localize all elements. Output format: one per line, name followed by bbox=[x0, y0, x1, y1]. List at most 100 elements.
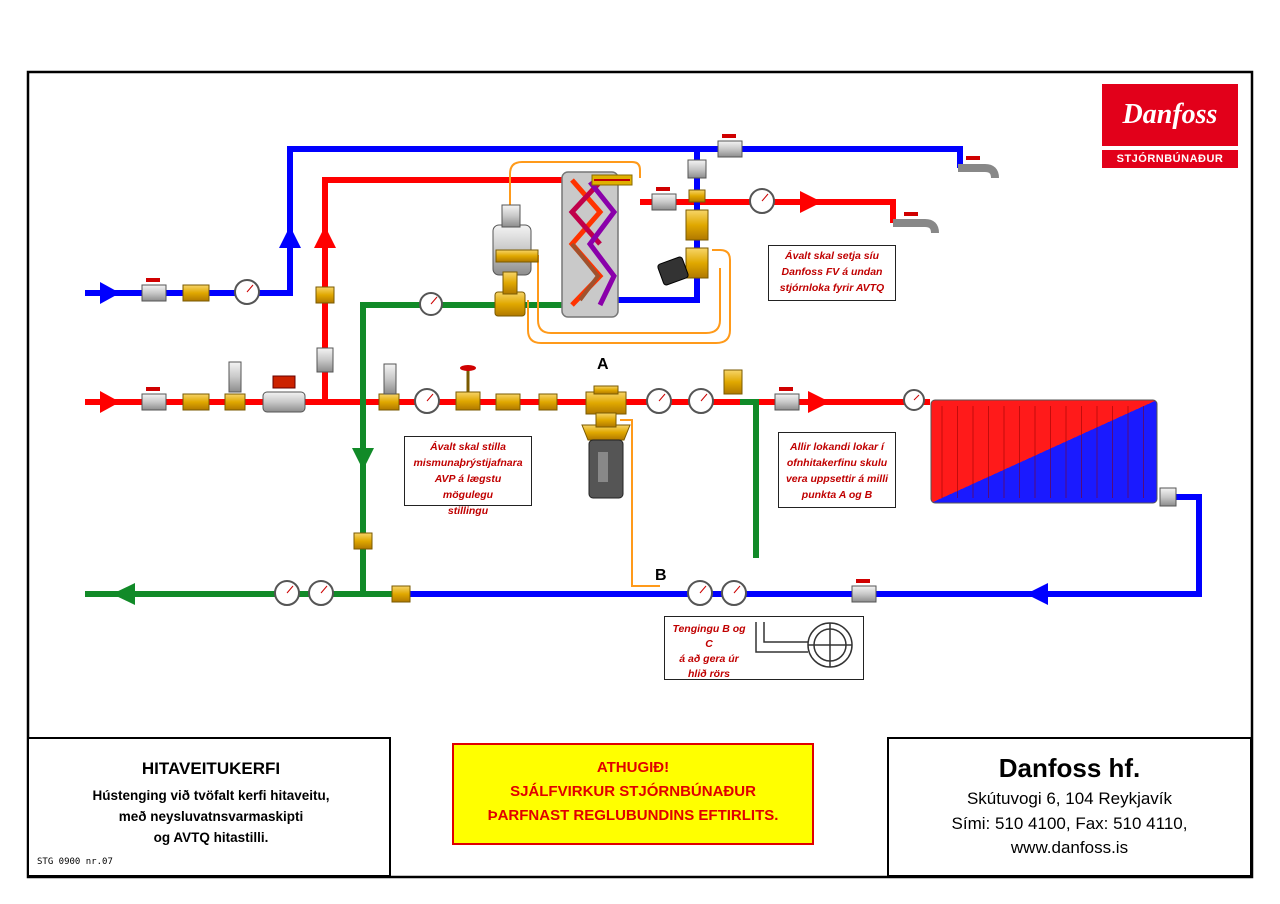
gauge bbox=[688, 388, 714, 414]
logo-mark: Danfoss bbox=[1102, 84, 1238, 146]
thermometer bbox=[228, 361, 242, 393]
coupling bbox=[378, 393, 400, 411]
arrow-hot-out bbox=[800, 191, 822, 213]
gauge bbox=[274, 580, 300, 606]
note-valves-between: Allir lokandi lokar í ofnhitakerfinu sku… bbox=[778, 432, 896, 508]
note-strainer: Ávalt skal setja síu Danfoss FV á undan … bbox=[768, 245, 896, 301]
company-website: www.danfoss.is bbox=[1010, 838, 1129, 857]
cold-water-pipe bbox=[85, 146, 963, 296]
avp-controller bbox=[581, 385, 631, 499]
capillary-loop bbox=[527, 249, 731, 344]
gauge bbox=[419, 292, 443, 316]
main-return-blue-pipe bbox=[400, 494, 1202, 597]
tap-cold bbox=[958, 156, 999, 179]
avtq-fittings bbox=[657, 159, 709, 286]
logo-wordmark: Danfoss bbox=[1122, 99, 1218, 130]
note-line: ofnhitakerfinu skulu bbox=[786, 457, 888, 469]
arrow-supply-radiator bbox=[808, 391, 830, 413]
arrow-cold-in bbox=[100, 282, 120, 304]
coupling bbox=[353, 532, 373, 550]
note-line: AVP á lægstu mögulegu bbox=[434, 473, 502, 501]
arrow-up-red bbox=[314, 226, 336, 248]
hot-tap-water-pipe bbox=[640, 199, 896, 223]
brass-fittings bbox=[182, 284, 743, 603]
company-block: Danfoss hf. Skútuvogi 6, 104 Reykjavík S… bbox=[887, 737, 1252, 877]
ball-valve bbox=[316, 347, 334, 373]
arrow-green-down bbox=[352, 448, 374, 470]
company-address: Skútuvogi 6, 104 Reykjavík bbox=[966, 789, 1173, 808]
subtitle-line: og AVTQ hitastilli. bbox=[153, 830, 269, 845]
logo-tagline: STJÓRNBÚNAÐUR bbox=[1102, 150, 1238, 168]
note-connection-box bbox=[664, 616, 864, 680]
capillary-sensor bbox=[509, 161, 641, 205]
coupling bbox=[538, 393, 558, 411]
capillary-loop-inner bbox=[537, 255, 721, 334]
note-connection: Tengingu B og C á að gera úr hlið rörs bbox=[668, 622, 750, 680]
drawing-subtitle: Hústenging við tvöfalt kerfi hitaveitu, … bbox=[29, 785, 393, 848]
gauge bbox=[749, 188, 775, 214]
note-avp-setting: Ávalt skal stilla mismunaþrýstijafnara A… bbox=[404, 436, 532, 517]
note-line: Allir lokandi lokar í bbox=[790, 441, 884, 453]
ball-valve bbox=[717, 134, 743, 158]
warning-box: ATHUGIÐ! SJÁLFVIRKUR STJÓRNBÚNAÐUR ÞARFN… bbox=[452, 743, 814, 845]
impulse-line-ab bbox=[620, 419, 660, 587]
globe-valve bbox=[455, 391, 481, 411]
gauge bbox=[414, 388, 440, 414]
company-phone: Sími: 510 4100, Fax: 510 4110, bbox=[951, 814, 1188, 833]
gauge bbox=[687, 580, 713, 606]
warning-line: ATHUGIÐ! bbox=[596, 759, 670, 776]
coupling bbox=[391, 585, 411, 603]
company-name: Danfoss hf. bbox=[998, 753, 1141, 783]
gauges bbox=[234, 188, 925, 606]
gauge bbox=[234, 279, 260, 305]
note-line: vera uppsettir á milli bbox=[785, 473, 889, 485]
bypass-pipe bbox=[740, 399, 759, 558]
gauge bbox=[308, 580, 334, 606]
drawing-frame bbox=[26, 70, 1254, 879]
note-line: Ávalt skal setja síu bbox=[785, 250, 879, 262]
note-line: stillingu bbox=[447, 505, 489, 517]
strainer bbox=[182, 393, 210, 411]
radiator bbox=[930, 399, 1177, 507]
thermometer bbox=[383, 363, 397, 395]
avtq-controller bbox=[492, 204, 539, 317]
title-block: HITAVEITUKERFI Hústenging við tvöfalt ke… bbox=[27, 737, 391, 877]
subtitle-line: Hústenging við tvöfalt kerfi hitaveitu, bbox=[92, 788, 330, 803]
strainer bbox=[495, 393, 521, 411]
coupling bbox=[224, 393, 246, 411]
point-a-label: A bbox=[597, 356, 609, 373]
capillary-lines bbox=[509, 161, 731, 587]
danfoss-logo: Danfoss STJÓRNBÚNAÐUR bbox=[1102, 84, 1238, 168]
note-line: hlið rörs bbox=[687, 668, 730, 680]
note-line: Ávalt skal stilla bbox=[430, 441, 506, 453]
note-line: á að gera úr bbox=[679, 653, 739, 665]
heat-exchanger bbox=[561, 171, 633, 318]
ball-valve bbox=[851, 579, 877, 603]
safety-valve bbox=[723, 369, 743, 395]
ball-valve bbox=[141, 387, 167, 411]
subtitle-line: með neysluvatnsvarmaskipti bbox=[118, 809, 304, 824]
note-line: Tengingu B og C bbox=[672, 623, 746, 650]
ball-valve bbox=[774, 387, 800, 411]
arrow-return-out bbox=[112, 583, 135, 605]
ball-valves bbox=[141, 134, 877, 603]
point-b-label: B bbox=[655, 567, 667, 584]
warning-line: ÞARFNAST REGLUBUNDINS EFTIRLITS. bbox=[487, 807, 779, 824]
note-line: Danfoss FV á undan bbox=[781, 266, 883, 278]
heat-meter bbox=[262, 391, 306, 413]
gauge bbox=[721, 580, 747, 606]
drawing-title: HITAVEITUKERFI bbox=[141, 759, 281, 778]
gauge bbox=[646, 388, 672, 414]
tap-hot bbox=[893, 212, 939, 234]
drawing-number: STG 0900 nr.07 bbox=[37, 857, 113, 867]
arrow-up-blue bbox=[279, 226, 301, 248]
flow-arrows bbox=[100, 191, 1048, 605]
note-line: punkta A og B bbox=[801, 489, 873, 501]
side-connection-detail bbox=[755, 622, 853, 668]
note-line: mismunaþrýstijafnara bbox=[413, 457, 523, 469]
gauge bbox=[903, 389, 925, 411]
arrow-return-blue bbox=[1026, 583, 1048, 605]
warning-line: SJÁLFVIRKUR STJÓRNBÚNAÐUR bbox=[510, 783, 756, 800]
pipes bbox=[85, 146, 1202, 597]
